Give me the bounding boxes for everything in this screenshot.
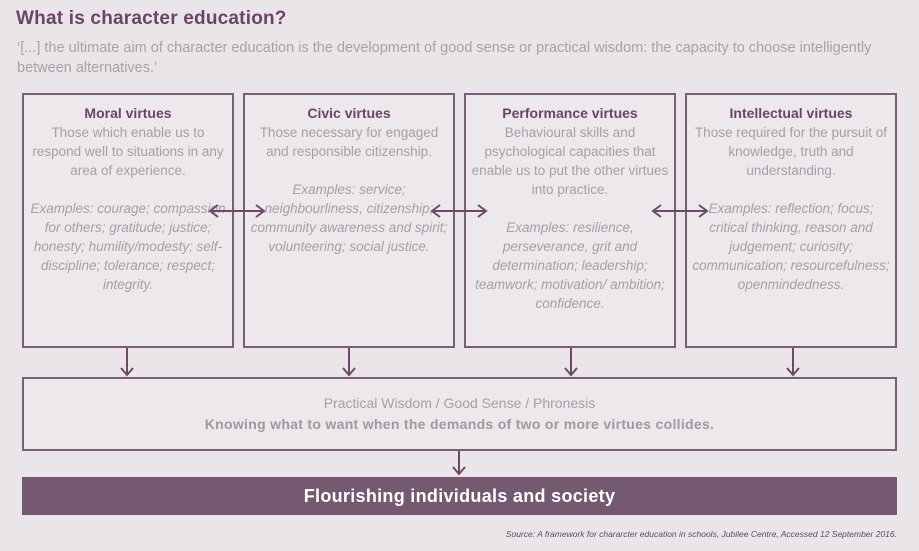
moral-virtues-description: Those which enable us to respond well to…	[32, 125, 224, 178]
source-attribution: Source: A framework for chararcter educa…	[505, 529, 897, 539]
performance-virtues-examples: Examples: resilience, perseverance, grit…	[475, 220, 665, 311]
double-headed-arrow-icon	[208, 204, 266, 218]
practical-wisdom-line1: Practical Wisdom / Good Sense / Phronesi…	[323, 395, 596, 411]
page-title: What is character education?	[16, 8, 287, 29]
down-arrow-icon	[452, 451, 466, 476]
performance-virtues-box: Performance virtues Behavioural skills a…	[464, 93, 676, 348]
intro-quote: ‘[...] the ultimate aim of character edu…	[17, 40, 872, 76]
moral-virtues-examples: Examples: courage; compassion for others…	[30, 201, 226, 292]
down-arrow-icon	[120, 348, 134, 377]
performance-virtues-title: Performance virtues	[502, 105, 638, 121]
intellectual-virtues-box: Intellectual virtues Those required for …	[685, 93, 897, 348]
virtue-boxes-row: Moral virtues Those which enable us to r…	[22, 93, 897, 348]
flourishing-banner: Flourishing individuals and society	[22, 477, 897, 515]
double-headed-arrow-icon	[651, 204, 709, 218]
civic-virtues-box: Civic virtues Those necessary for engage…	[243, 93, 455, 348]
performance-virtues-description: Behavioural skills and psychological cap…	[471, 125, 669, 197]
civic-virtues-description: Those necessary for engaged and responsi…	[259, 125, 439, 159]
moral-virtues-title: Moral virtues	[84, 105, 172, 121]
down-arrow-icon	[786, 348, 800, 377]
civic-virtues-title: Civic virtues	[307, 105, 391, 121]
practical-wisdom-box: Practical Wisdom / Good Sense / Phronesi…	[22, 377, 897, 451]
intellectual-virtues-description: Those required for the pursuit of knowle…	[694, 125, 888, 178]
double-headed-arrow-icon	[430, 204, 488, 218]
intellectual-virtues-title: Intellectual virtues	[729, 105, 853, 121]
down-arrow-icon	[342, 348, 356, 377]
moral-virtues-box: Moral virtues Those which enable us to r…	[22, 93, 234, 348]
practical-wisdom-line2: Knowing what to want when the demands of…	[204, 416, 715, 432]
civic-virtues-examples: Examples: service; neighbourliness, citi…	[250, 182, 448, 254]
down-arrow-icon	[564, 348, 578, 377]
intellectual-virtues-examples: Examples: reflection; focus; critical th…	[692, 201, 890, 292]
